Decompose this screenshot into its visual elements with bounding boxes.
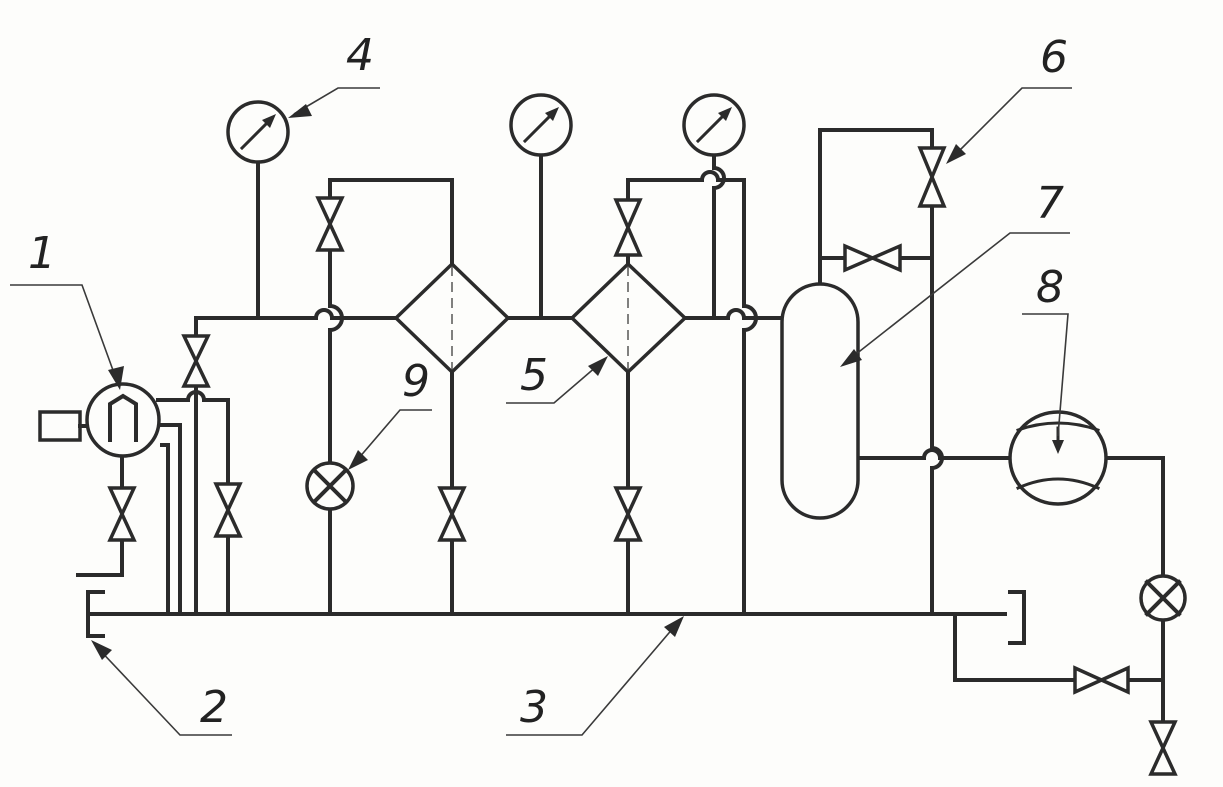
callout-labels: 1 2 3 4 5 6 7 8 9 (28, 30, 1068, 733)
valve-pump-outlet (181, 334, 211, 388)
leader-2 (94, 644, 232, 736)
leader-3 (506, 619, 681, 736)
valve-drain-vertical (1148, 720, 1178, 776)
valve-filter-5-bypass (613, 198, 643, 257)
leader-5-arrow (588, 356, 608, 376)
valve-filter-9-drain (437, 486, 467, 542)
pressure-gauge-center (509, 93, 573, 157)
leader-1-arrow (108, 366, 124, 390)
valve-relief (213, 482, 243, 538)
leader-4-arrow (288, 104, 312, 118)
callout-9: 9 (402, 356, 430, 407)
valve-filter-5-drain (613, 486, 643, 542)
valve-pump-drain (107, 486, 137, 542)
accumulator-outlet (856, 448, 1012, 460)
filter-5 (569, 261, 688, 375)
filter-9-bypass-loop (328, 178, 454, 465)
callout-6: 6 (1040, 32, 1068, 83)
leader-6 (951, 87, 1072, 159)
gauge-right-stem (712, 153, 726, 320)
valves (107, 146, 1178, 776)
leader-6-arrow (946, 144, 966, 164)
pump-symbol (108, 393, 138, 442)
leader-7-arrow (840, 349, 862, 367)
leader-8 (1022, 313, 1069, 437)
leader-7 (845, 232, 1070, 363)
leader-2-arrow (91, 640, 112, 660)
leader-3-arrow (664, 616, 684, 637)
pump-1 (38, 382, 161, 458)
callout-2: 2 (200, 682, 228, 733)
pump-return-line (150, 423, 182, 616)
tank-bracket-left (86, 590, 105, 638)
leader-lines (10, 87, 1072, 736)
callout-4: 4 (346, 30, 374, 81)
callout-1: 1 (28, 228, 56, 279)
accumulator-7 (780, 282, 860, 520)
leader-4 (293, 87, 380, 115)
flowmeter-8 (1008, 410, 1108, 506)
callout-7: 7 (1036, 178, 1064, 229)
callout-3: 3 (520, 682, 548, 733)
filter-9 (393, 261, 511, 375)
callout-8: 8 (1036, 262, 1064, 313)
pump-suction-line (76, 456, 124, 577)
valve-accumulator-cross (843, 243, 902, 273)
pressure-gauge-4 (226, 100, 290, 164)
motor-block (38, 410, 82, 442)
flow-controls (305, 461, 1187, 622)
pipelines (76, 128, 1165, 724)
pump-drain-line (160, 443, 170, 616)
leader-5 (506, 359, 605, 404)
throttle-right (1139, 574, 1187, 622)
flowmeter-outlet (1104, 456, 1165, 580)
filter-5-bypass-loop (626, 170, 758, 616)
pump-body (85, 382, 161, 458)
valve-drain-horizontal (1073, 665, 1130, 695)
leader-9-arrow (348, 450, 368, 470)
pressure-gauge-right (682, 93, 746, 157)
throttle-9 (305, 461, 355, 511)
valve-filter-9-bypass (315, 196, 345, 252)
tank-bracket-right (953, 590, 1026, 645)
valve-6 (917, 146, 947, 208)
leader-9 (351, 409, 432, 467)
callout-5: 5 (520, 350, 548, 401)
leader-1 (10, 284, 119, 385)
drain-line-bottom (953, 612, 1165, 724)
